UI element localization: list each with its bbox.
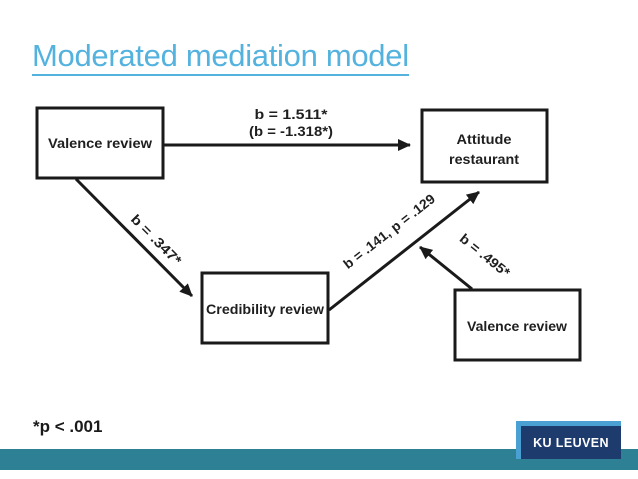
label-attitude-line1: Attitude — [457, 131, 512, 147]
slide-title: Moderated mediation model — [32, 40, 409, 76]
box-valence-review-moderator — [453, 288, 582, 362]
label-valence-review-moderator: Valence review — [467, 318, 567, 334]
ku-leuven-logo-text: KU LEUVEN — [533, 435, 609, 450]
box-valence-review-predictor — [35, 106, 165, 180]
arrow-a-path — [74, 177, 194, 298]
significance-footnote: *p < .001 — [33, 417, 103, 436]
label-moderation: b = .495* — [457, 231, 514, 281]
label-attitude-line2: restaurant — [449, 151, 519, 167]
label-b-path: b = .141, p = .129 — [340, 191, 437, 272]
ku-leuven-logo: KU LEUVEN — [516, 421, 621, 459]
bottom-accent-bar — [0, 449, 638, 470]
label-credibility-review: Credibility review — [206, 301, 324, 317]
arrow-b-path — [328, 190, 480, 312]
label-valence-review-predictor: Valence review — [48, 135, 152, 151]
ku-leuven-logo-navy-panel: KU LEUVEN — [521, 426, 621, 459]
label-direct-effect-line1: b = 1.511* — [255, 107, 329, 122]
box-attitude-restaurant — [420, 108, 549, 184]
arrow-moderation — [419, 245, 473, 291]
label-direct-effect-line2: (b = -1.318*) — [249, 124, 333, 139]
box-credibility-review — [200, 271, 330, 345]
